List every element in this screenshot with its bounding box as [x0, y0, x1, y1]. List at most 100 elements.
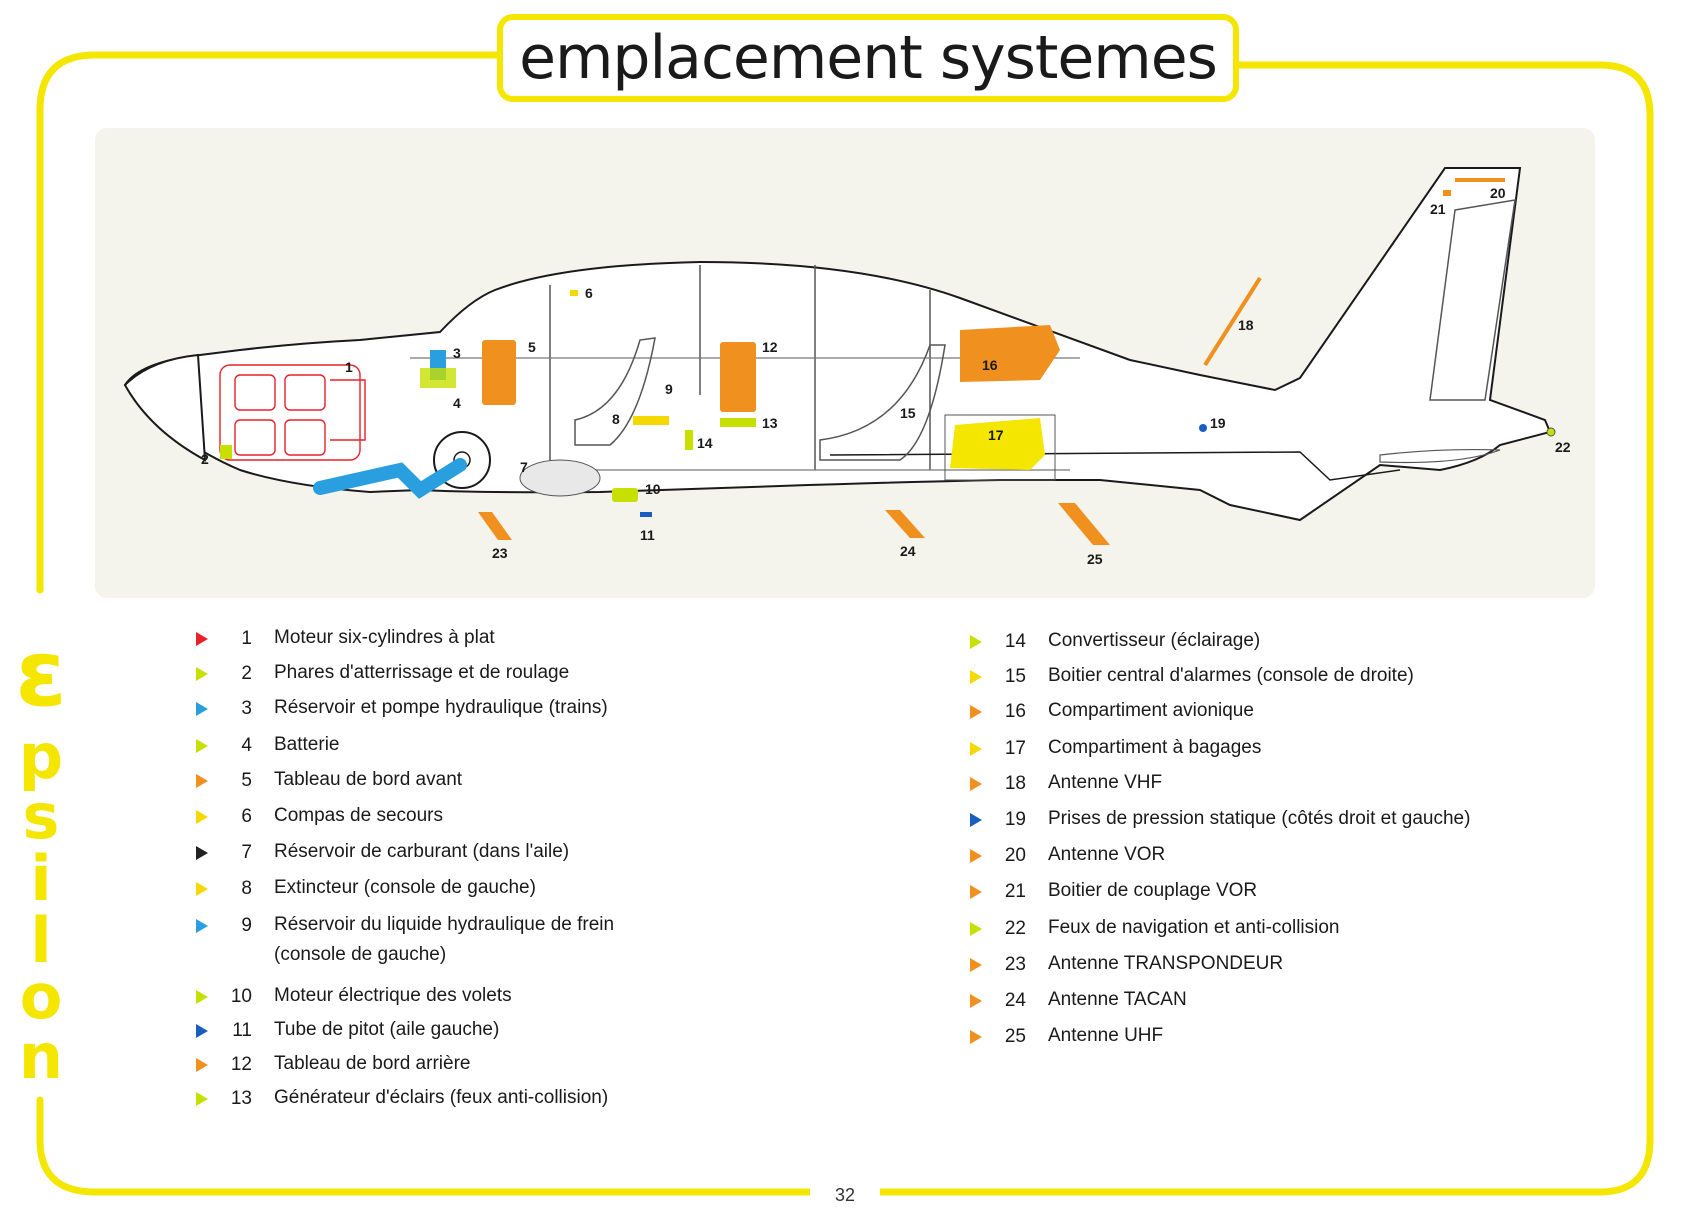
- legend-number: 16: [1004, 701, 1026, 722]
- legend-arrow-icon: [196, 1092, 208, 1106]
- callout-25: 25: [1087, 551, 1103, 567]
- legend-number: 23: [1004, 954, 1026, 975]
- seat-front: [574, 337, 656, 446]
- extinguisher: [633, 416, 669, 425]
- brand-letter-i: i: [30, 842, 52, 915]
- callout-16: 16: [982, 357, 998, 373]
- converter: [685, 430, 693, 450]
- legend-arrow-icon: [970, 635, 982, 649]
- brand-letter-o: o: [19, 960, 63, 1033]
- legend-arrow-icon: [196, 919, 208, 933]
- callout-13: 13: [762, 415, 778, 431]
- nose-spinner: [123, 353, 207, 462]
- callout-2: 2: [201, 451, 209, 467]
- title-box: emplacement systemes: [497, 14, 1239, 102]
- callout-6: 6: [585, 285, 593, 301]
- legend-arrow-icon: [970, 705, 982, 719]
- callout-1: 1: [345, 359, 353, 375]
- callout-24: 24: [900, 543, 916, 559]
- callout-19: 19: [1210, 415, 1226, 431]
- legend-label: Générateur d'éclairs (feux anti-collisio…: [274, 1087, 609, 1108]
- legend-label: Convertisseur (éclairage): [1048, 630, 1261, 651]
- legend-arrow-icon: [196, 632, 208, 646]
- legend-label: Tableau de bord arrière: [274, 1053, 471, 1074]
- legend-number: 14: [1004, 631, 1026, 652]
- legend-number: 21: [1004, 881, 1026, 902]
- transponder-antenna: [478, 512, 512, 540]
- callout-17: 17: [988, 427, 1004, 443]
- callout-3: 3: [453, 345, 461, 361]
- legend-number: 11: [232, 1020, 252, 1041]
- wing: [829, 451, 1401, 481]
- avionics-compartment: [960, 325, 1060, 382]
- legend-arrow-icon: [970, 742, 982, 756]
- hydraulic-duct: [313, 458, 467, 499]
- compass: [570, 290, 578, 296]
- legend-label: Feux de navigation et anti-collision: [1048, 917, 1340, 938]
- legend-item-1: 1 Moteur six-cylindres à plat: [196, 627, 495, 654]
- battery-box: [420, 368, 456, 388]
- static-port: [1199, 424, 1207, 432]
- brand-letter-l: l: [30, 904, 52, 977]
- tacan-antenna: [885, 510, 925, 538]
- legend-arrow-icon: [196, 882, 208, 896]
- legend-label: Antenne VHF: [1048, 772, 1163, 793]
- legend-label: Tableau de bord avant: [274, 769, 463, 790]
- legend-label: Moteur six-cylindres à plat: [274, 627, 495, 648]
- brand-letter-n: n: [18, 1020, 64, 1093]
- legend-label: Extincteur (console de gauche): [274, 877, 536, 898]
- front-instrument-panel: [482, 340, 516, 405]
- legend-arrow-icon: [970, 849, 982, 863]
- legend-label: Tube de pitot (aile gauche): [274, 1019, 500, 1040]
- callout-12: 12: [762, 339, 778, 355]
- legend-label: Boitier central d'alarmes (console de dr…: [1048, 665, 1414, 686]
- landing-light: [220, 445, 232, 459]
- rear-instrument-panel: [720, 342, 756, 412]
- legend-arrow-icon: [196, 739, 208, 753]
- legend-number: 18: [1004, 773, 1026, 794]
- legend-arrow-icon: [196, 667, 208, 681]
- brand-letter-p: p: [18, 720, 64, 793]
- legend-label: Compas de secours: [274, 805, 443, 826]
- legend-arrow-icon: [970, 958, 982, 972]
- legend-arrow-icon: [970, 922, 982, 936]
- legend-item-11: 11 Tube de pitot (aile gauche): [196, 1019, 499, 1046]
- legend-arrow-icon: [196, 810, 208, 824]
- legend-label: Prises de pression statique (côtés droit…: [1048, 808, 1471, 829]
- baggage-compartment: [950, 418, 1045, 470]
- callout-18: 18: [1238, 317, 1254, 333]
- callout-22: 22: [1555, 439, 1571, 455]
- uhf-antenna: [1058, 503, 1110, 545]
- legend-arrow-icon: [970, 885, 982, 899]
- legend-number: 24: [1004, 990, 1026, 1011]
- callout-7: 7: [520, 459, 528, 475]
- brand-letter-s: s: [22, 780, 60, 853]
- legend-arrow-icon: [970, 1030, 982, 1044]
- legend-item-14: 14 Convertisseur (éclairage): [970, 630, 1260, 657]
- legend-number: 20: [1004, 845, 1026, 866]
- legend-number: 10: [230, 986, 252, 1007]
- legend-number: 25: [1004, 1026, 1026, 1047]
- legend-label: Réservoir et pompe hydraulique (trains): [274, 697, 608, 718]
- legend-number: 1: [241, 628, 252, 649]
- callout-15: 15: [900, 405, 916, 421]
- legend-label: Réservoir du liquide hydraulique de frei…: [274, 914, 615, 965]
- legend-arrow-icon: [196, 846, 208, 860]
- legend-arrow-icon: [970, 813, 982, 827]
